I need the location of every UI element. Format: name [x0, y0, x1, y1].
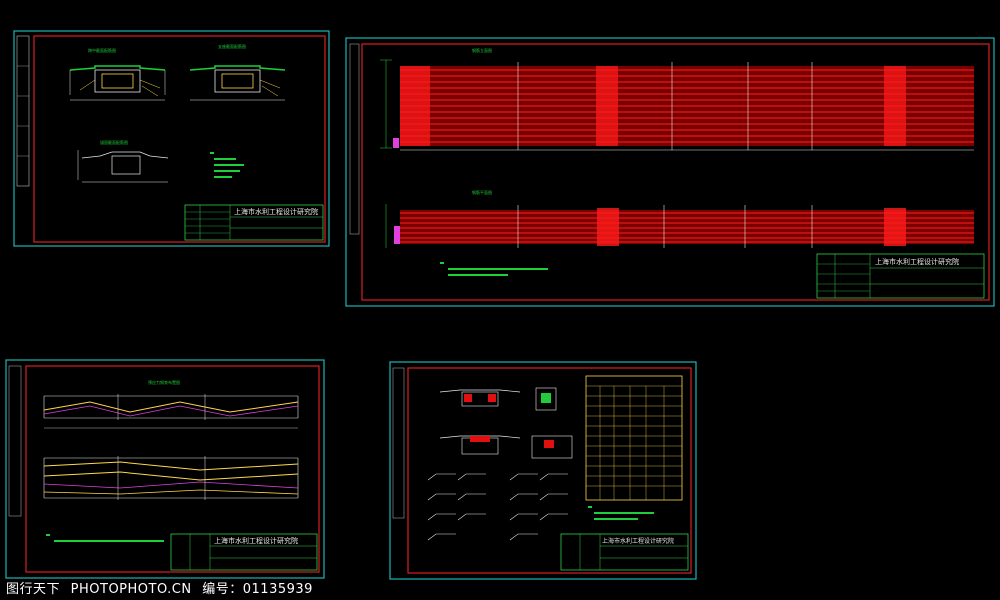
tendon-plan [43, 456, 299, 500]
sheet-1-title-block: 上海市水利工程设计研究院 [184, 204, 324, 241]
tendon-elevation [43, 394, 299, 429]
watermark-site: 图行天下 [6, 582, 61, 597]
sheet-1-institute-name: 上海市水利工程设计研究院 [234, 207, 318, 216]
svg-text:锚固截面配筋图: 锚固截面配筋图 [100, 139, 128, 145]
box-girder-section-left: 跨中截面配筋图 [69, 47, 166, 101]
sheet-3-notes [46, 534, 164, 542]
watermark: 图行天下 PHOTOPHOTO.CN 编号：01135939 [6, 578, 319, 597]
detail-sections [439, 387, 573, 459]
upper-rebar-band [380, 59, 974, 151]
sheet-1-notes [210, 152, 244, 178]
svg-text:支座截面配筋图: 支座截面配筋图 [218, 43, 246, 49]
sheet-4-notes [588, 506, 654, 520]
sheet-2-title-block: 上海市水利工程设计研究院 [816, 253, 985, 299]
lower-rebar-band [385, 204, 974, 248]
watermark-photo-label: PHOTOPHOTO.CN [70, 582, 192, 597]
sheet-4-detail-table: 上海市水利工程设计研究院 [389, 361, 697, 580]
svg-text:钢筋平面图: 钢筋平面图 [472, 189, 492, 195]
svg-text:预应力钢束布置图: 预应力钢束布置图 [148, 379, 180, 385]
box-girder-section-right: 支座截面配筋图 [189, 43, 286, 101]
rebar-quantity-table [585, 375, 683, 501]
sheet-4-institute-name: 上海市水利工程设计研究院 [602, 537, 674, 545]
sheet-3-title-block: 上海市水利工程设计研究院 [170, 533, 318, 571]
sheet-3-tendon-layout: 预应力钢束布置图 [5, 359, 325, 579]
sheet-2-rebar-elevation: 钢筋立面图 [345, 37, 995, 307]
svg-text:钢筋立面图: 钢筋立面图 [472, 47, 492, 53]
sheet-3-institute-name: 上海市水利工程设计研究院 [214, 536, 298, 545]
sheet-1-section-drawing: 跨中截面配筋图 支座截面配筋图 锚固截面配筋图 [13, 30, 330, 247]
svg-text:跨中截面配筋图: 跨中截面配筋图 [88, 47, 116, 53]
rebar-shape-list [427, 473, 568, 541]
sheet-4-title-block: 上海市水利工程设计研究院 [560, 533, 689, 571]
watermark-id: 编号：01135939 [202, 582, 313, 597]
sheet-2-notes [440, 262, 548, 276]
sheet-2-institute-name: 上海市水利工程设计研究院 [875, 257, 959, 266]
anchor-section-drawing: 锚固截面配筋图 [77, 139, 169, 183]
